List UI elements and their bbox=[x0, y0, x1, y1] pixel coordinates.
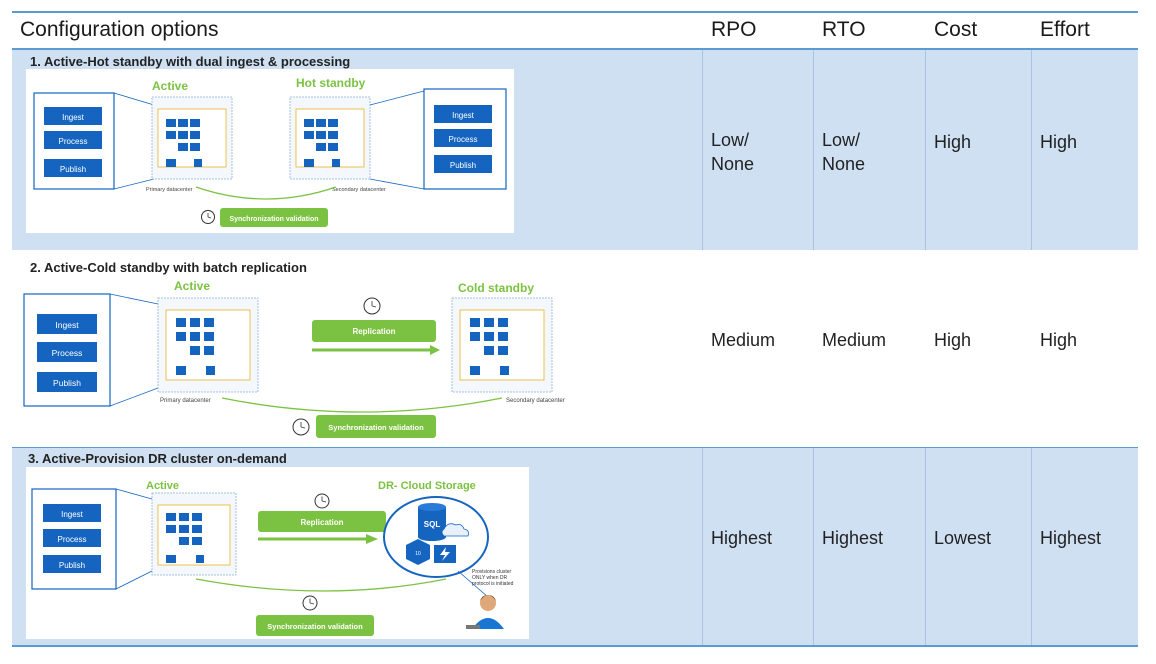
cloud-icon bbox=[441, 523, 469, 537]
row-1-standby-label: Hot standby bbox=[296, 76, 366, 90]
row-3-replication-label: Replication bbox=[300, 518, 343, 527]
row-2-left-publish: Publish bbox=[53, 378, 81, 388]
row-1-sync-label: Synchronization validation bbox=[229, 216, 318, 223]
header-rpo: RPO bbox=[711, 18, 757, 41]
row-1-rpo: Low/None bbox=[711, 130, 755, 174]
table-bottom-rule bbox=[12, 645, 1138, 647]
row-3-rpo: Highest bbox=[711, 528, 773, 548]
row-2-standby-label: Cold standby bbox=[458, 281, 534, 295]
header-bottom-rule bbox=[12, 48, 1138, 50]
header-config: Configuration options bbox=[20, 18, 219, 41]
row-3-provision-note-2: ONLY when DR bbox=[472, 575, 507, 581]
row-3-provision-note-1: Provisions cluster bbox=[472, 569, 512, 575]
row-3-storage-label: DR- Cloud Storage bbox=[378, 480, 476, 492]
row-1-left-process: Process bbox=[59, 137, 88, 146]
header-effort: Effort bbox=[1040, 18, 1090, 41]
row-2-title: 2. Active-Cold standby with batch replic… bbox=[30, 260, 307, 275]
header-cost: Cost bbox=[934, 18, 978, 41]
row-1-rto: Low/None bbox=[822, 130, 866, 174]
row-2-sync-label: Synchronization validation bbox=[328, 423, 424, 432]
row-2-secondary-dc: Secondary datacenter bbox=[506, 398, 565, 404]
row-1-right-process: Process bbox=[449, 135, 478, 144]
row-3-sql-label: SQL bbox=[424, 520, 441, 529]
row-1-primary-dc: Primary datacenter bbox=[146, 187, 193, 193]
row-1-left-publish: Publish bbox=[60, 165, 86, 174]
table-row-1: 1. Active-Hot standby with dual ingest &… bbox=[12, 50, 1138, 250]
row-3-provision-note-3: protocol is initiated bbox=[472, 581, 514, 587]
row-1-right-publish: Publish bbox=[450, 161, 476, 170]
row-2-replication-label: Replication bbox=[352, 327, 395, 336]
row-2-primary-dc: Primary datacenter bbox=[160, 398, 211, 404]
row-3-active-label: Active bbox=[146, 480, 179, 492]
row-1-active-label: Active bbox=[152, 79, 188, 93]
svg-text:10: 10 bbox=[415, 551, 421, 557]
table-row-2: 2. Active-Cold standby with batch replic… bbox=[12, 250, 1138, 447]
person-icon bbox=[466, 595, 504, 629]
row-1-secondary-dc: Secondary datacenter bbox=[332, 187, 386, 193]
row-2-rpo: Medium bbox=[711, 330, 776, 350]
row-3-left-ingest: Ingest bbox=[61, 510, 84, 519]
table-row-3: 3. Active-Provision DR cluster on-demand… bbox=[12, 448, 1138, 645]
row-2-cost: High bbox=[934, 330, 972, 350]
row-3-effort: Highest bbox=[1040, 528, 1102, 548]
row-3-diagram: Ingest Process Publish Active Replicatio… bbox=[26, 467, 529, 639]
header-rto: RTO bbox=[822, 18, 866, 41]
row-3-rto: Highest bbox=[822, 528, 884, 548]
row-1-right-ingest: Ingest bbox=[452, 111, 475, 120]
row-1-title: 1. Active-Hot standby with dual ingest &… bbox=[30, 54, 351, 69]
row-1-effort: High bbox=[1040, 132, 1078, 152]
table-header: Configuration options RPO RTO Cost Effor… bbox=[12, 12, 1138, 48]
row-3-cost: Lowest bbox=[934, 528, 992, 548]
row-2-active-label: Active bbox=[174, 279, 210, 293]
blob-storage-icon bbox=[406, 539, 430, 565]
row-2-rto: Medium bbox=[822, 330, 887, 350]
row-1-left-ingest: Ingest bbox=[62, 113, 85, 122]
row-3-left-process: Process bbox=[58, 535, 87, 544]
row-1-cost: High bbox=[934, 132, 972, 152]
row-2-left-process: Process bbox=[52, 348, 83, 358]
row-1-diagram: Ingest Process Publish Active Primary da… bbox=[26, 69, 514, 233]
row-3-left-publish: Publish bbox=[59, 561, 85, 570]
row-3-title: 3. Active-Provision DR cluster on-demand bbox=[28, 451, 287, 466]
row-3-top-rule bbox=[12, 447, 1138, 448]
header-top-rule bbox=[12, 11, 1138, 13]
row-2-diagram: Ingest Process Publish Active Primary da… bbox=[22, 278, 572, 443]
row-2-left-ingest: Ingest bbox=[55, 320, 79, 330]
row-3-sync-label: Synchronization validation bbox=[267, 622, 363, 631]
row-2-effort: High bbox=[1040, 330, 1078, 350]
